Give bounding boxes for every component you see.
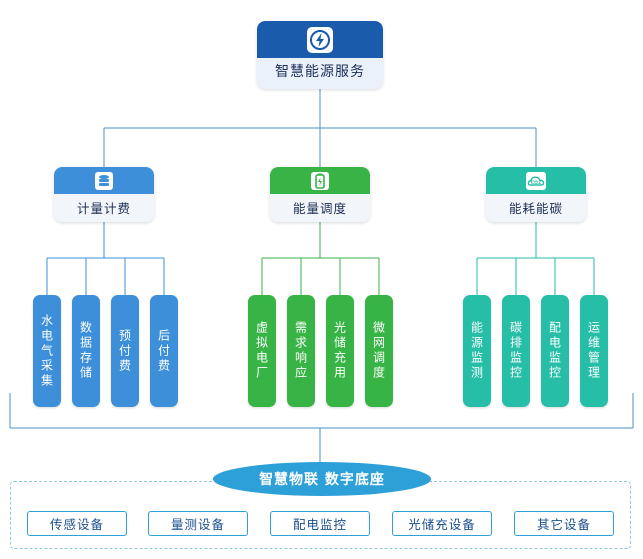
battery-icon (311, 171, 329, 190)
category-header: CO2 (486, 167, 586, 194)
leaf-metering-storage: 数据存储 (72, 295, 100, 407)
device-distribution: 配电监控 (270, 511, 370, 536)
leaf-dispatch-demand: 需求响应 (287, 295, 315, 407)
leaf-carbon-om: 运维管理 (580, 295, 608, 407)
category-title: 能耗能碳 (508, 201, 563, 216)
device-measurement: 量测设备 (148, 511, 248, 536)
leaf-metering-postpaid: 后付费 (150, 295, 178, 407)
co2-cloud-icon: CO2 (526, 171, 546, 190)
category-metering: 计量计费 (54, 167, 154, 222)
leaf-metering-collection: 水电气采集 (33, 295, 61, 407)
leaf-carbon-emission: 碳排监控 (502, 295, 530, 407)
category-header (54, 167, 154, 194)
top-node-header (257, 21, 383, 58)
device-pv-storage: 光储充设备 (392, 511, 492, 536)
leaf-carbon-energy-monitor: 能源监测 (463, 295, 491, 407)
category-dispatch: 能量调度 (270, 167, 370, 222)
category-header (270, 167, 370, 194)
base-platform: 智慧物联 数字底座 (213, 462, 431, 496)
lightning-icon (307, 26, 333, 53)
leaf-metering-prepaid: 预付费 (111, 295, 139, 407)
database-icon (95, 171, 113, 190)
svg-text:CO2: CO2 (531, 180, 541, 186)
leaf-dispatch-pv-storage: 光储充用 (326, 295, 354, 407)
category-carbon: CO2 能耗能碳 (486, 167, 586, 222)
top-node: 智慧能源服务 (257, 21, 383, 89)
category-title: 能量调度 (292, 201, 347, 216)
device-other: 其它设备 (514, 511, 614, 536)
top-node-title: 智慧能源服务 (275, 64, 365, 80)
leaf-carbon-distribution: 配电监控 (541, 295, 569, 407)
device-sensor: 传感设备 (27, 511, 127, 536)
leaf-dispatch-microgrid: 微网调度 (365, 295, 393, 407)
category-title: 计量计费 (76, 201, 131, 216)
leaf-dispatch-vpp: 虚拟电厂 (248, 295, 276, 407)
